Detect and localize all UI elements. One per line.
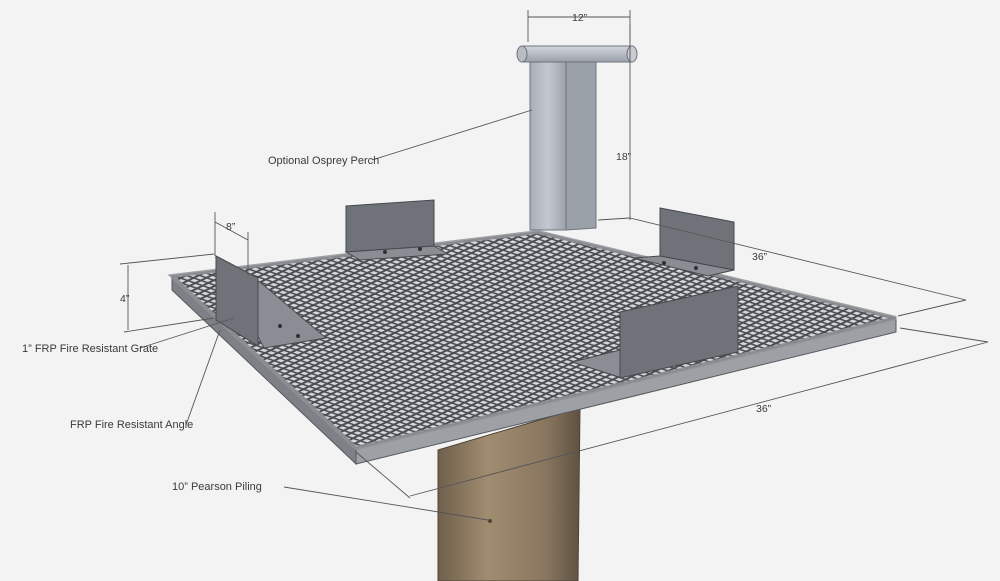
- dim-perch-height: 18”: [616, 151, 632, 163]
- label-piling: 10” Pearson Piling: [172, 481, 262, 493]
- frp-angle-left: [214, 255, 328, 349]
- frp-angle-back-left: [344, 199, 450, 261]
- dim-angle-width: 8”: [226, 221, 236, 233]
- frp-angle-front-right: [570, 285, 739, 379]
- dim-platform-depth: 36”: [752, 251, 768, 263]
- dimension-lines: [119, 10, 989, 499]
- dim-perch-width: 12”: [572, 12, 588, 24]
- label-angle: FRP Fire Resistant Angle: [70, 419, 193, 431]
- leader-lines: [139, 109, 533, 521]
- osprey-perch: [516, 45, 638, 231]
- frp-angle-back-right: [633, 207, 735, 277]
- pearson-piling: [437, 407, 581, 581]
- label-osprey-perch: Optional Osprey Perch: [268, 155, 379, 167]
- dim-angle-height: 4”: [120, 293, 130, 305]
- label-grate: 1” FRP Fire Resistant Grate: [22, 343, 158, 355]
- dim-platform-width: 36”: [756, 403, 772, 415]
